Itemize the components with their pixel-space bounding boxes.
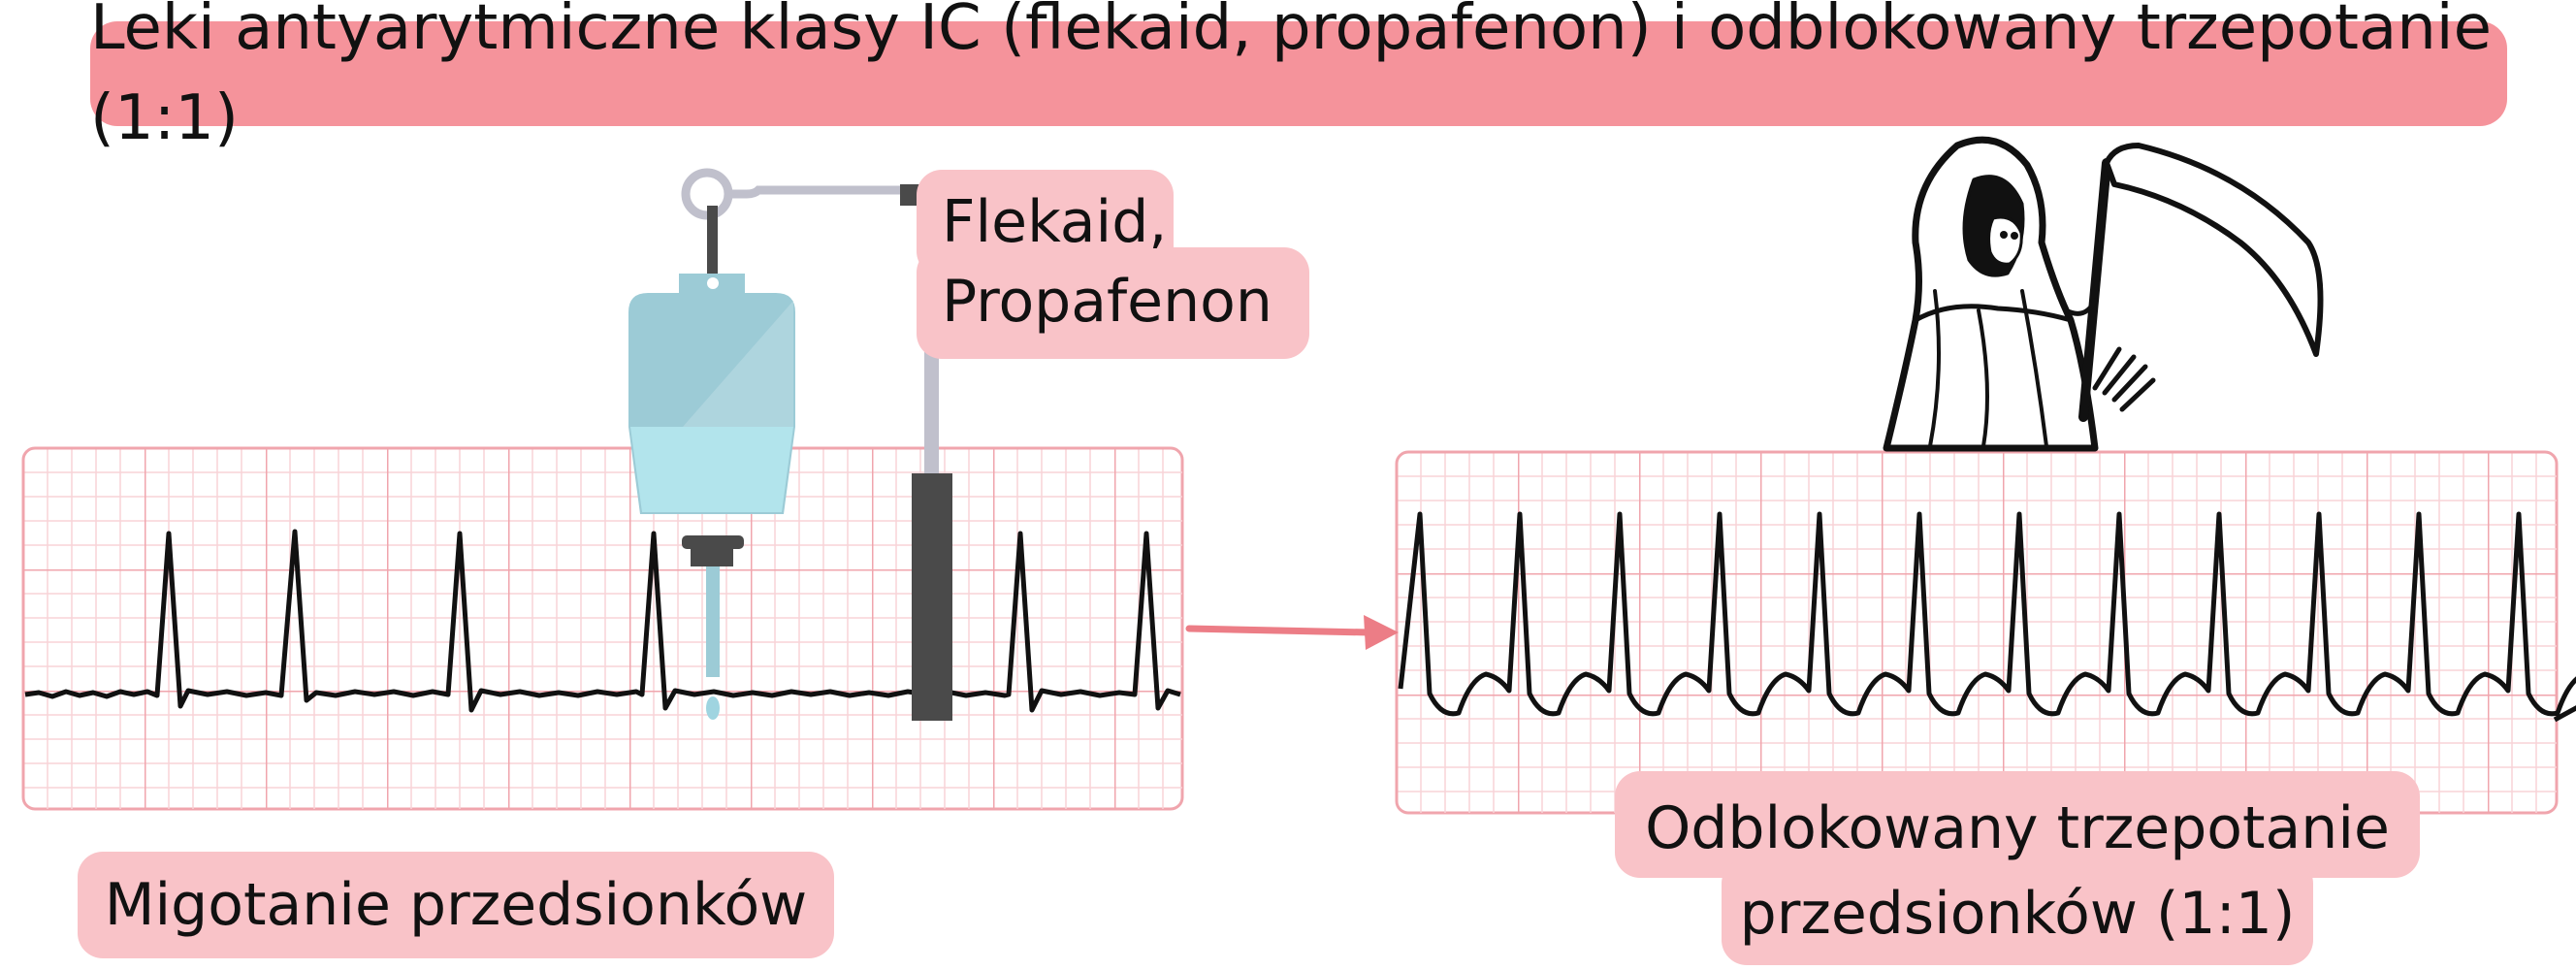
iv-drip-icon — [628, 168, 952, 721]
drug-label: Flekaid, Propafenon — [917, 165, 1309, 359]
grim-reaper-icon — [1883, 136, 2324, 452]
arrow-right-icon — [1185, 615, 1399, 650]
drug-label-line-1: Flekaid, — [942, 188, 1168, 256]
drug-label-line-2: Propafenon — [942, 268, 1272, 336]
ecg-trace-flutter — [1398, 511, 2576, 723]
ecg-strip-atrial-fibrillation — [21, 446, 1184, 811]
ecg-trace-af — [24, 529, 1181, 713]
ecg-strip-flutter-1-1 — [1395, 450, 2576, 815]
flutter-label-line-2: przedsionków (1:1) — [1739, 880, 2296, 948]
flutter-label: Odblokowany trzepotanie przedsionków (1:… — [1615, 771, 2420, 965]
af-label: Migotanie przedsionków — [78, 852, 834, 958]
flutter-label-line-1: Odblokowany trzepotanie — [1645, 794, 2390, 862]
